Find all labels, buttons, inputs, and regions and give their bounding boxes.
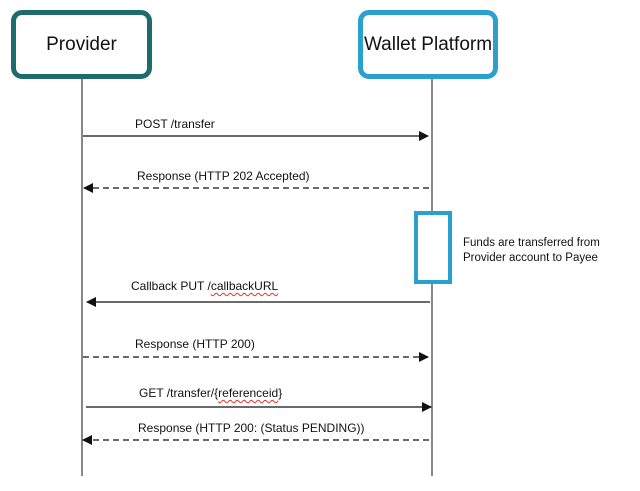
message-label-post-transfer: POST /transfer	[135, 117, 215, 131]
activation-box	[414, 211, 452, 284]
participant-wallet-label: Wallet Platform	[363, 33, 493, 55]
spellcheck-underline-callbackurl: callbackURL	[210, 279, 279, 293]
message-label-response-pending: Response (HTTP 200: (Status PENDING))	[138, 421, 365, 435]
activation-note: Funds are transferred from Provider acco…	[463, 236, 635, 266]
note-line-1: Funds are transferred from	[463, 237, 600, 249]
spellcheck-underline-referenceid: referenceid	[218, 386, 279, 400]
message-label-callback-put: Callback PUT /callbackURL	[131, 279, 279, 293]
message-label-get-transfer: GET /transfer/{referenceid}	[139, 386, 283, 400]
participant-wallet-platform: Wallet Platform	[358, 10, 498, 79]
message-label-response-202: Response (HTTP 202 Accepted)	[137, 169, 310, 183]
message-label-response-200: Response (HTTP 200)	[135, 337, 255, 351]
note-line-2: Provider account to Payee	[463, 252, 598, 264]
participant-provider: Provider	[11, 10, 152, 79]
participant-provider-label: Provider	[46, 33, 117, 55]
